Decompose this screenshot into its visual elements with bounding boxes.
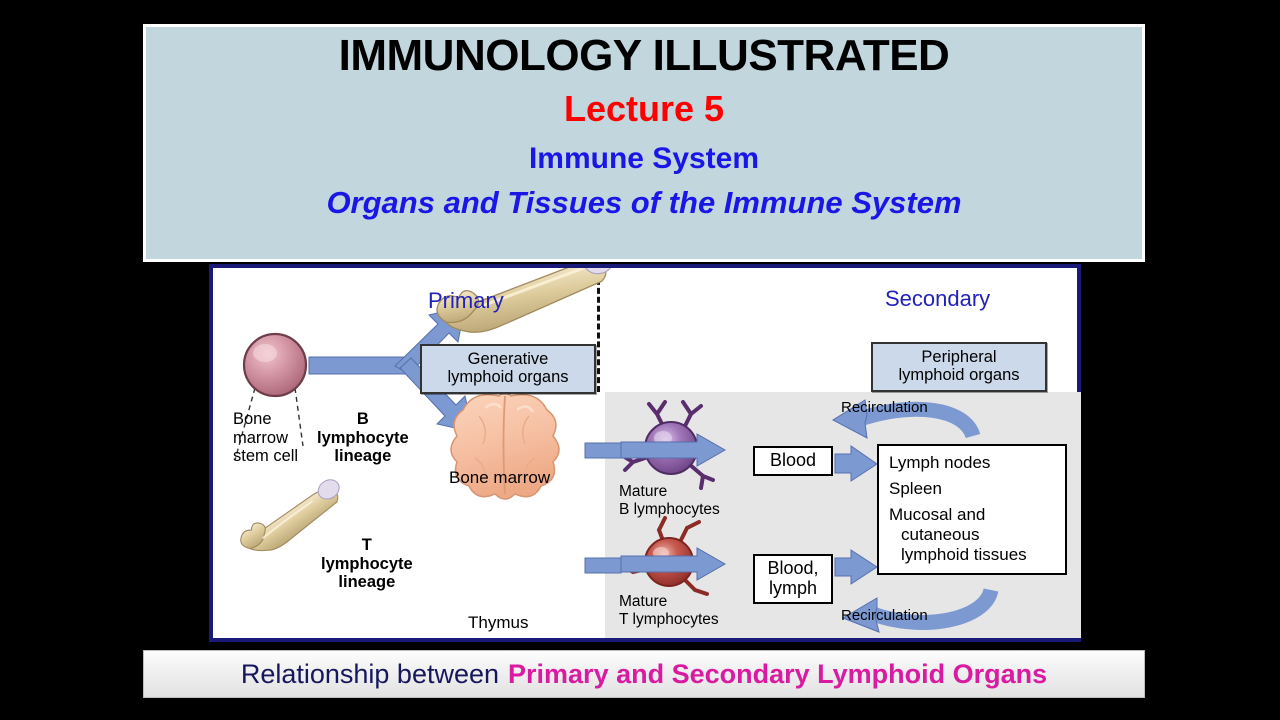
blood-lymph-line1: Blood,: [767, 558, 819, 578]
blood-box-label: Blood: [769, 450, 817, 470]
blood-lymph-box: Blood, lymph: [753, 554, 833, 604]
list-item: lymphoid tissues: [901, 545, 1027, 565]
generative-box-line1: Generative: [467, 350, 549, 368]
list-item: Mucosal and: [889, 505, 986, 525]
t-lineage-line2: lymphocyte: [321, 554, 413, 573]
mature-b-line2: B lymphocytes: [619, 500, 720, 518]
lecture-label: Lecture 5: [563, 88, 725, 130]
caption-text-plain: Relationship between: [240, 658, 500, 689]
bone-marrow-label: Bone marrow: [449, 468, 551, 487]
caption-bar: Relationship between Primary and Seconda…: [143, 650, 1145, 698]
mature-t-line1: Mature: [619, 593, 668, 610]
bone-marrow-stem-cell-label: Bone marrow stem cell: [233, 410, 298, 466]
thymus-label: Thymus: [468, 613, 529, 632]
b-lineage-line2: lymphocyte: [317, 428, 409, 447]
primary-secondary-divider: [597, 270, 600, 392]
b-lymphocyte-lineage-label: B lymphocyte lineage: [317, 410, 409, 466]
b-lineage-line1: B: [356, 410, 369, 428]
mature-b-line1: Mature: [619, 483, 668, 500]
blood-box: Blood: [753, 446, 833, 476]
diagram-canvas: Primary Secondary Generative lymphoid or…: [213, 268, 1081, 638]
t-lineage-line1: T: [361, 536, 372, 554]
peripheral-box-line1: Peripheral: [921, 348, 997, 366]
list-item: Spleen: [889, 479, 942, 499]
page-title: IMMUNOLOGY ILLUSTRATED: [338, 31, 950, 80]
t-lymphocyte-lineage-label: T lymphocyte lineage: [321, 536, 413, 592]
peripheral-organs-list: Lymph nodes Spleen Mucosal and cutaneous…: [877, 444, 1067, 576]
stem-cell-label-line2: marrow: [233, 428, 289, 447]
list-item: Lymph nodes: [889, 453, 991, 472]
stem-cell-label-line3: stem cell: [233, 447, 299, 466]
peripheral-lymphoid-organs-box: Peripheral lymphoid organs: [871, 342, 1047, 392]
mature-t-line2: T lymphocytes: [619, 610, 719, 628]
subtitle-primary: Immune System: [528, 141, 760, 175]
generative-lymphoid-organs-box: Generative lymphoid organs: [420, 344, 596, 394]
recirculation-bottom-label: Recirculation: [841, 607, 928, 624]
b-lineage-line3: lineage: [334, 447, 392, 466]
subtitle-secondary: Organs and Tissues of the Immune System: [326, 185, 962, 221]
mature-b-lymphocytes-label: Mature B lymphocytes: [619, 483, 720, 518]
generative-box-line2: lymphoid organs: [447, 368, 569, 387]
section-heading-primary: Primary: [428, 288, 504, 313]
list-item: cutaneous: [901, 525, 980, 545]
mature-t-lymphocytes-label: Mature T lymphocytes: [619, 593, 719, 628]
blood-lymph-line2: lymph: [768, 577, 817, 598]
stem-cell-illustration: [242, 332, 308, 398]
recirculation-top-label: Recirculation: [841, 399, 928, 416]
title-panel: IMMUNOLOGY ILLUSTRATED Lecture 5 Immune …: [143, 24, 1145, 262]
caption-text-highlight: Primary and Secondary Lymphoid Organs: [508, 658, 1048, 689]
section-heading-secondary: Secondary: [885, 286, 991, 311]
diagram-figure: Primary Secondary Generative lymphoid or…: [209, 264, 1081, 642]
stem-cell-label-line1: Bone: [233, 410, 272, 428]
t-lineage-line3: lineage: [338, 573, 396, 592]
peripheral-box-line2: lymphoid organs: [898, 366, 1020, 385]
